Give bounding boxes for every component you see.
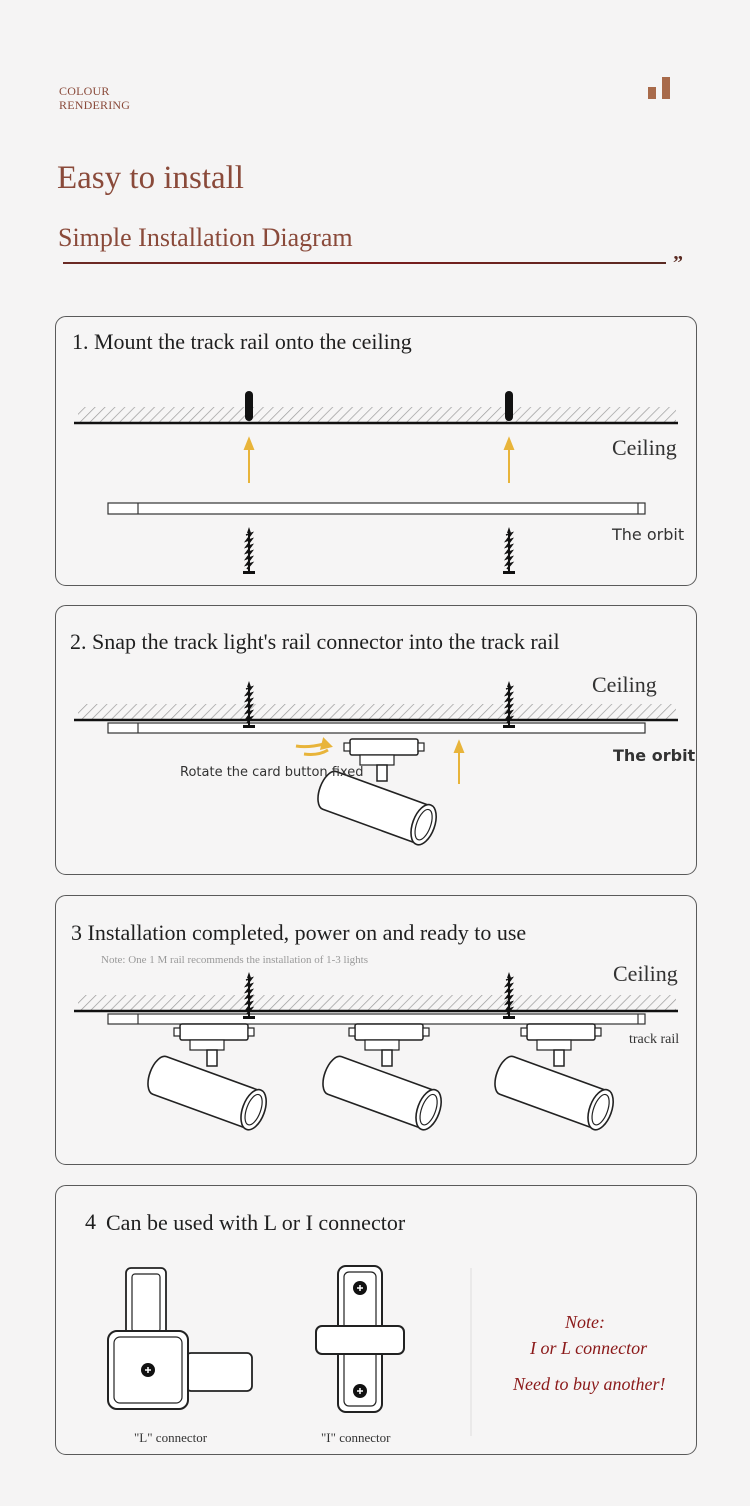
track-light-icon [317,1023,447,1134]
step-4-number: 4 [85,1209,96,1234]
ceiling-label: Ceiling [612,435,677,460]
step-1-panel: 1. Mount the track rail onto the ceiling… [55,316,697,586]
note-line-2: I or L connector [530,1338,648,1358]
step-4-panel: 4 Can be used with L or I connector "L" … [55,1185,697,1455]
l-connector-label: "L" connector [134,1430,208,1445]
step-1-diagram [74,391,678,575]
brand-line-2: RENDERING [59,98,131,112]
step-2-panel: 2. Snap the track light's rail connector… [55,605,697,875]
brand-line-1: COLOUR [59,84,110,98]
step-2-title: 2. Snap the track light's rail connector… [70,629,560,654]
orbit-label: The orbit [613,746,696,765]
ceiling-label: Ceiling [613,961,678,986]
orbit-label: The orbit [612,525,685,544]
arrow-up-icon [453,739,465,784]
note-line-1: Note: [565,1312,605,1332]
rotate-arrow-icon [295,737,333,756]
step-1-title: 1. Mount the track rail onto the ceiling [72,329,412,354]
ceiling-label: Ceiling [592,672,657,697]
step-3-title: 3 Installation completed, power on and r… [71,920,527,945]
i-connector-icon [315,1265,405,1413]
page-subtitle: Simple Installation Diagram [58,223,353,252]
step-4-title: Can be used with L or I connector [106,1210,406,1235]
i-connector-label: "I" connector [321,1430,391,1445]
title-divider [63,262,666,264]
track-rail-label: track rail [629,1032,680,1047]
quote-mark: ” [673,252,683,274]
track-light-icon [142,1023,272,1134]
note-line-3: Need to buy another! [513,1374,666,1394]
connector-diagram [107,1265,472,1436]
rail-note: Note: One 1 M rail recommends the instal… [101,954,369,966]
step-3-diagram [74,971,678,1134]
rotate-label: Rotate the card button fixed [180,765,364,780]
track-light-icon [312,738,442,849]
brand-text: COLOUR RENDERING [59,84,130,112]
track-light-icon [489,1023,619,1134]
step-2-diagram [74,680,678,849]
arrow-up-icon [243,436,515,483]
page-title: Easy to install [57,160,244,196]
l-connector-icon [107,1267,253,1410]
brand-logo-icon [648,77,670,99]
step-3-panel: 3 Installation completed, power on and r… [55,895,697,1165]
